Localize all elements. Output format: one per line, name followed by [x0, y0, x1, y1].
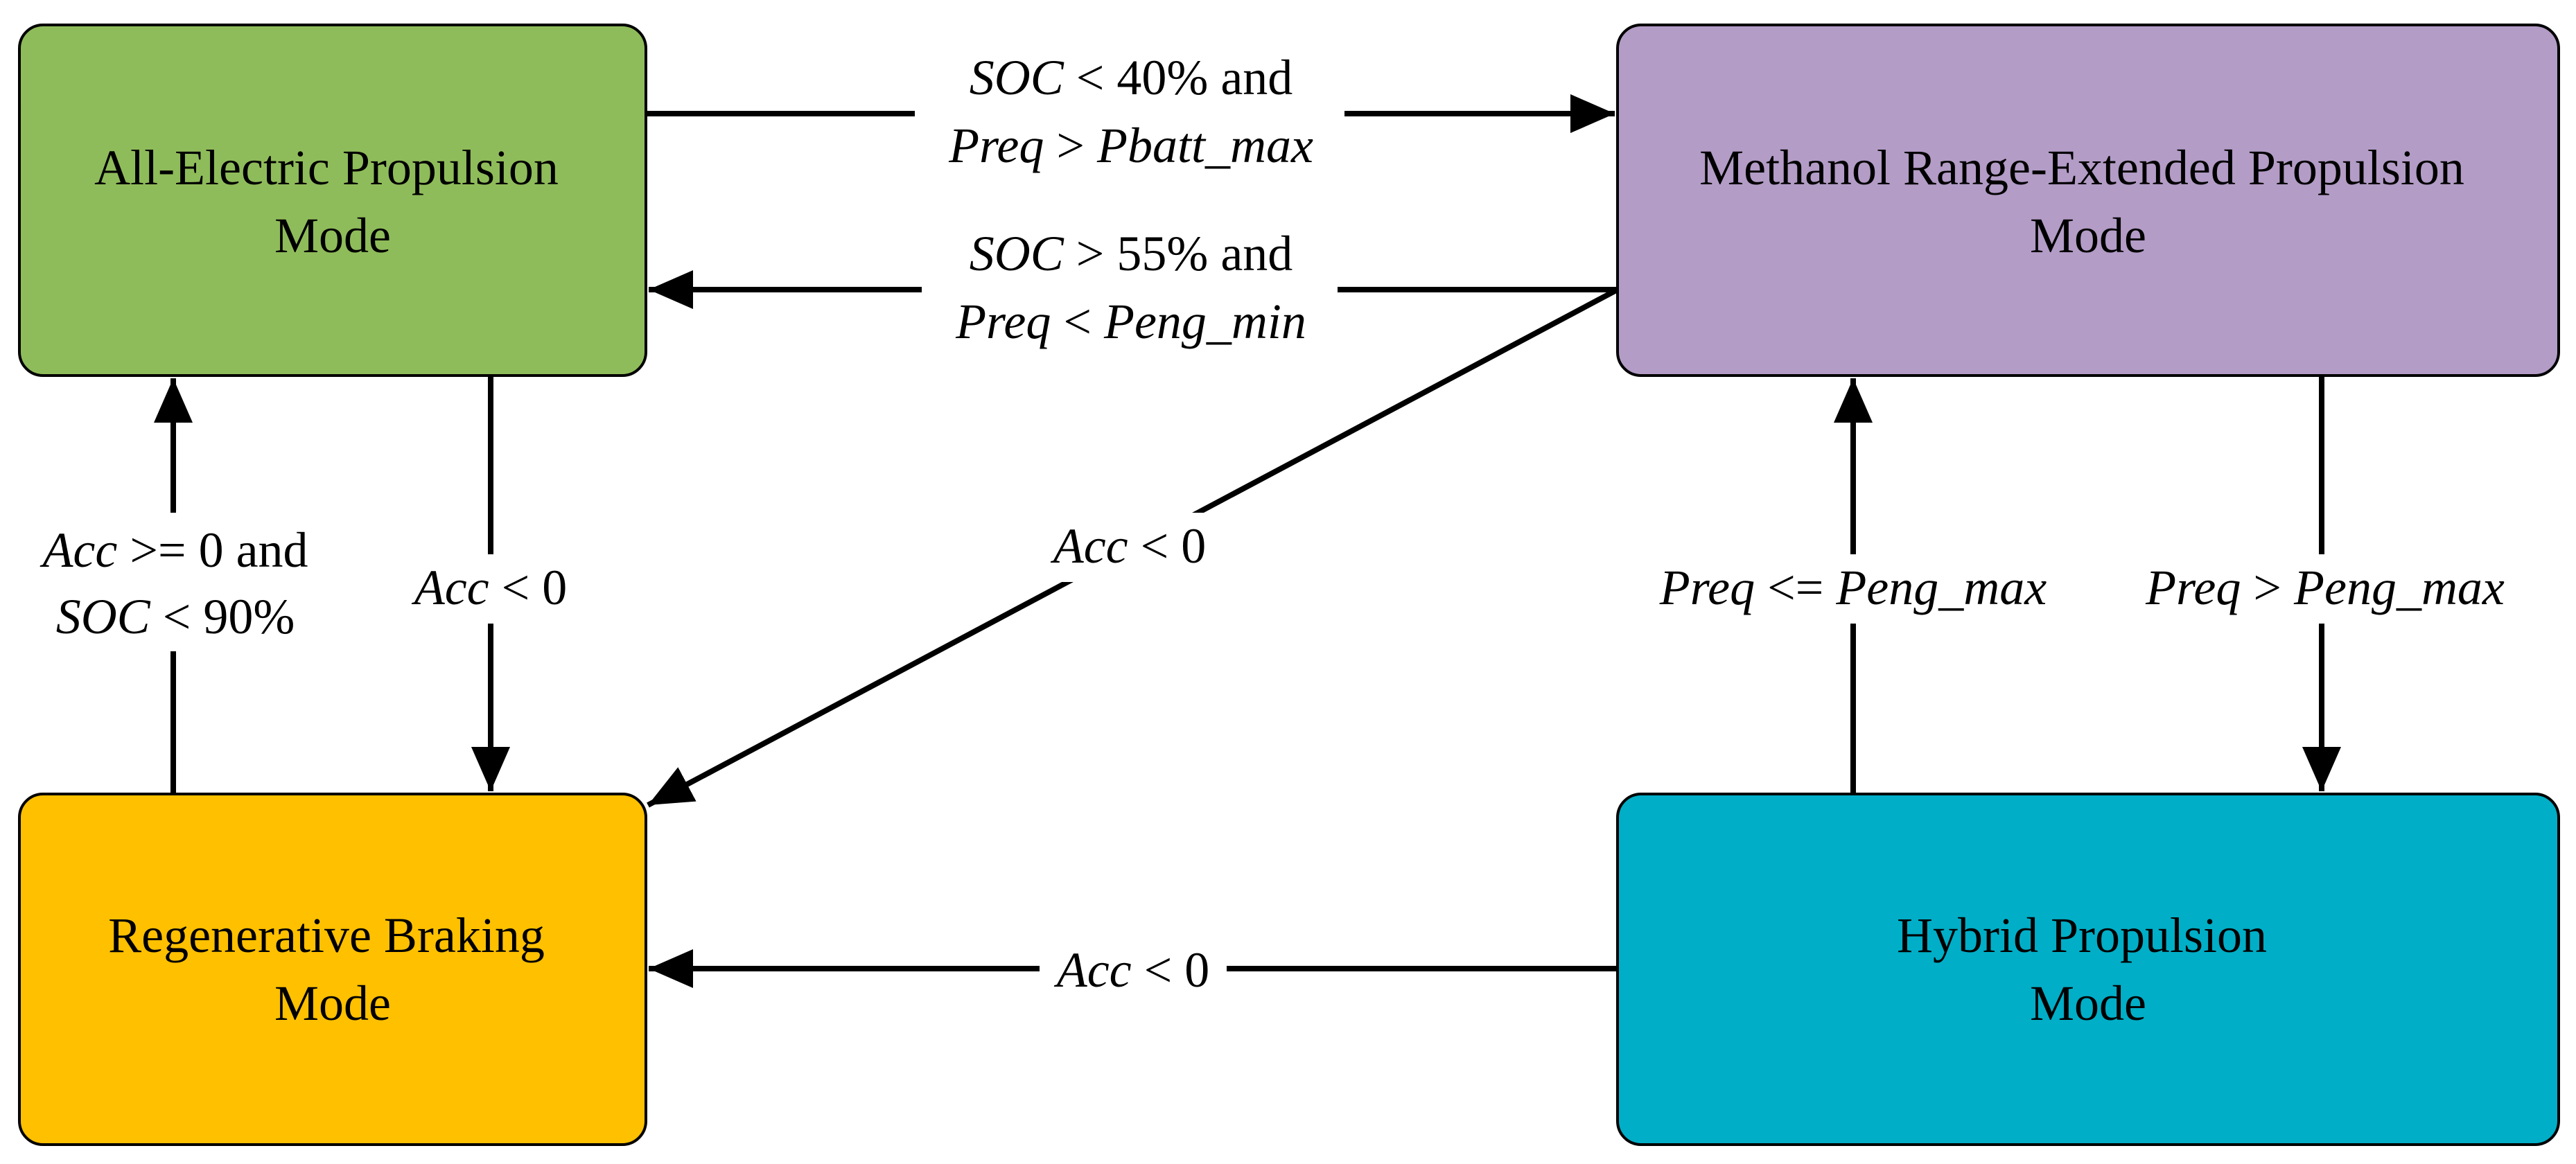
edge-label-ae-to-regen-rest: < 0: [489, 560, 568, 615]
edge-label-regen-to-ae-line1: Acc >= 0 and: [40, 522, 308, 578]
edge-label-bg-meth-to-regen: [1033, 513, 1227, 582]
edge-label-ae-to-meth-line1: SOC < 40% and: [970, 50, 1293, 105]
node-all-electric-label: All-Electric Propulsion Mode: [94, 140, 571, 263]
edge-label-hybrid-to-meth-var2: Peng_max: [1835, 560, 2047, 615]
node-hybrid-label-line1: Hybrid Propulsion: [1897, 908, 2267, 963]
edge-label-regen-to-ae-line2: SOC < 90%: [56, 589, 295, 644]
edge-label-hybrid-to-regen-rest: < 0: [1132, 942, 1210, 998]
edge-label-meth-to-regen-rest: < 0: [1128, 518, 1207, 574]
node-regen-label-line2: Mode: [274, 976, 391, 1031]
edge-label-bg-ae-to-meth: [915, 48, 1344, 180]
edge-label-hybrid-to-meth-var1: Preq: [1659, 560, 1755, 615]
edge-label-meth-to-hybrid: Preq > Peng_max: [2145, 560, 2505, 615]
node-regen-box: [18, 793, 647, 1146]
edge-label-regen-to-ae-var1: Acc: [40, 522, 117, 578]
edge-label-bg-ae-to-regen: [395, 554, 589, 624]
edge-label-meth-to-ae-line1: SOC > 55% and: [970, 226, 1293, 281]
edge-label-meth-to-ae-rest: > 55% and: [1064, 226, 1293, 281]
edge-label-ae-to-meth-op: >: [1044, 118, 1097, 173]
edge-label-meth-to-hybrid-var2: Peng_max: [2293, 560, 2505, 615]
edge-label-meth-to-hybrid-var1: Preq: [2145, 560, 2241, 615]
edge-label-hybrid-to-regen: Acc < 0: [1054, 942, 1210, 998]
edge-label-bg-hybrid-to-regen: [1040, 935, 1227, 1005]
edge-label-ae-to-meth-line2: Preq > Pbatt_max: [948, 118, 1313, 173]
node-methanol-label: Methanol Range-Extended Propulsion Mode: [1699, 140, 2477, 263]
edge-label-ae-to-meth-rest: < 40% and: [1064, 50, 1293, 105]
edge-label-hybrid-to-meth: Preq <= Peng_max: [1659, 560, 2047, 615]
edge-label-meth-to-ae-var3: Peng_min: [1103, 294, 1306, 349]
edge-label-regen-to-ae-rest2: < 90%: [150, 589, 295, 644]
edge-label-regen-to-ae-var2: SOC: [56, 589, 151, 644]
node-all-electric: All-Electric Propulsion Mode: [18, 24, 647, 377]
edge-label-bg-hybrid-to-meth: [1622, 554, 2086, 624]
edge-label-ae-to-regen-var: Acc: [412, 560, 489, 615]
edge-label-meth-to-ae-op: <: [1051, 294, 1104, 349]
node-all-electric-label-line1: All-Electric Propulsion: [94, 140, 559, 195]
edge-label-ae-to-meth-var1: SOC: [970, 50, 1064, 105]
node-regenerative-braking: Regenerative Braking Mode: [18, 793, 647, 1146]
edge-label-bg-meth-to-ae: [922, 222, 1338, 353]
edge-label-regen-to-ae-rest1: >= 0 and: [117, 522, 308, 578]
node-hybrid-propulsion: Hybrid Propulsion Mode: [1616, 793, 2560, 1146]
edge-label-bg-regen-to-ae: [14, 513, 333, 651]
edge-label-meth-to-ae-line2: Preq < Peng_min: [955, 294, 1306, 349]
edge-label-ae-to-meth-var3: Pbatt_max: [1096, 118, 1313, 173]
edge-label-hybrid-to-meth-op: <=: [1755, 560, 1836, 615]
node-hybrid-label-line2: Mode: [2030, 976, 2146, 1031]
node-regen-label: Regenerative Braking Mode: [108, 908, 557, 1031]
node-methanol-label-line2: Mode: [2030, 208, 2146, 263]
node-hybrid-label: Hybrid Propulsion Mode: [1897, 908, 2279, 1031]
edge-label-meth-to-ae-var1: SOC: [970, 226, 1064, 281]
edge-label-ae-to-meth-var2: Preq: [948, 118, 1044, 173]
node-all-electric-box: [18, 24, 647, 377]
edge-label-hybrid-to-regen-var: Acc: [1054, 942, 1132, 998]
node-regen-label-line1: Regenerative Braking: [108, 908, 545, 963]
node-all-electric-label-line2: Mode: [274, 208, 391, 263]
edge-label-ae-to-regen: Acc < 0: [412, 560, 568, 615]
edge-label-bg-meth-to-hybrid: [2107, 554, 2543, 624]
edge-label-meth-to-ae-var2: Preq: [955, 294, 1051, 349]
node-methanol-range-extended: Methanol Range-Extended Propulsion Mode: [1616, 24, 2560, 377]
edge-label-meth-to-regen-var: Acc: [1051, 518, 1128, 574]
edge-label-meth-to-regen: Acc < 0: [1051, 518, 1207, 574]
node-methanol-label-line1: Methanol Range-Extended Propulsion: [1699, 140, 2464, 195]
node-methanol-box: [1616, 24, 2560, 377]
node-hybrid-box: [1616, 793, 2560, 1146]
edge-label-meth-to-hybrid-op: >: [2241, 560, 2294, 615]
